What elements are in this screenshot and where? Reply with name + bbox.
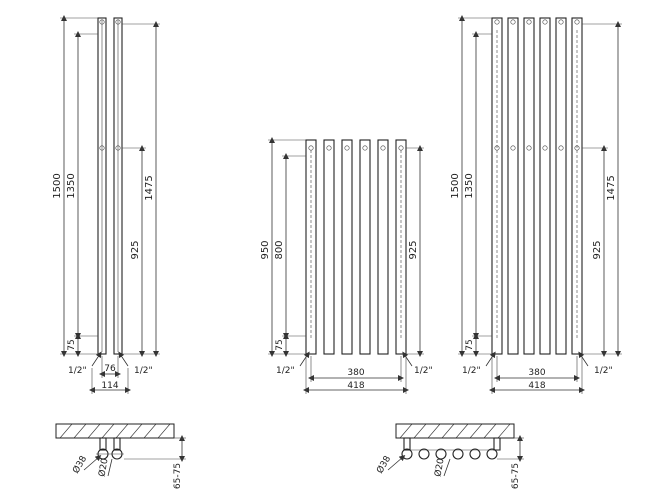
left-height-total: 1500	[52, 173, 63, 198]
right-connection-right: 1/2"	[594, 366, 613, 376]
left-width-total: 114	[101, 381, 118, 391]
right-height-total: 1500	[450, 173, 461, 198]
middle-height-total: 950	[260, 240, 271, 259]
middle-bottom-offset: 75	[275, 339, 285, 350]
left-section-pipe: Ø20	[97, 457, 111, 477]
right-height-connection: 1475	[606, 175, 617, 200]
radiator-middle-elevation	[268, 137, 424, 394]
left-connection-left: 1/2"	[68, 366, 87, 376]
left-bottom-offset: 75	[67, 339, 77, 350]
left-height-connection: 1475	[144, 175, 155, 200]
right-section-diameter: Ø38	[374, 454, 393, 476]
section-left	[55, 423, 186, 477]
middle-connection-left: 1/2"	[276, 366, 295, 376]
right-height-centers: 1350	[464, 173, 475, 198]
section-right	[387, 423, 524, 477]
middle-height-connection: 925	[408, 240, 419, 259]
middle-height-centers: 800	[274, 240, 285, 259]
right-bottom-offset: 75	[465, 339, 475, 350]
left-height-centers: 1350	[66, 173, 77, 198]
right-height-valve: 925	[592, 240, 603, 259]
left-height-valve: 925	[130, 240, 141, 259]
radiator-right-elevation	[458, 15, 622, 394]
right-width-total: 418	[528, 381, 545, 391]
right-connection-left: 1/2"	[462, 366, 481, 376]
middle-width-centers: 380	[347, 368, 364, 378]
left-section-diameter: Ø38	[70, 454, 89, 476]
right-section-wall-gap: 65-75	[511, 463, 521, 489]
left-connection-right: 1/2"	[134, 366, 153, 376]
radiator-left-elevation	[60, 15, 160, 394]
right-width-centers: 380	[528, 368, 545, 378]
left-section-wall-gap: 65-75	[173, 463, 183, 489]
left-width-centers: 76	[104, 364, 116, 374]
right-section-pipe: Ø20	[433, 457, 447, 477]
middle-width-total: 418	[347, 381, 364, 391]
middle-connection-right: 1/2"	[414, 366, 433, 376]
